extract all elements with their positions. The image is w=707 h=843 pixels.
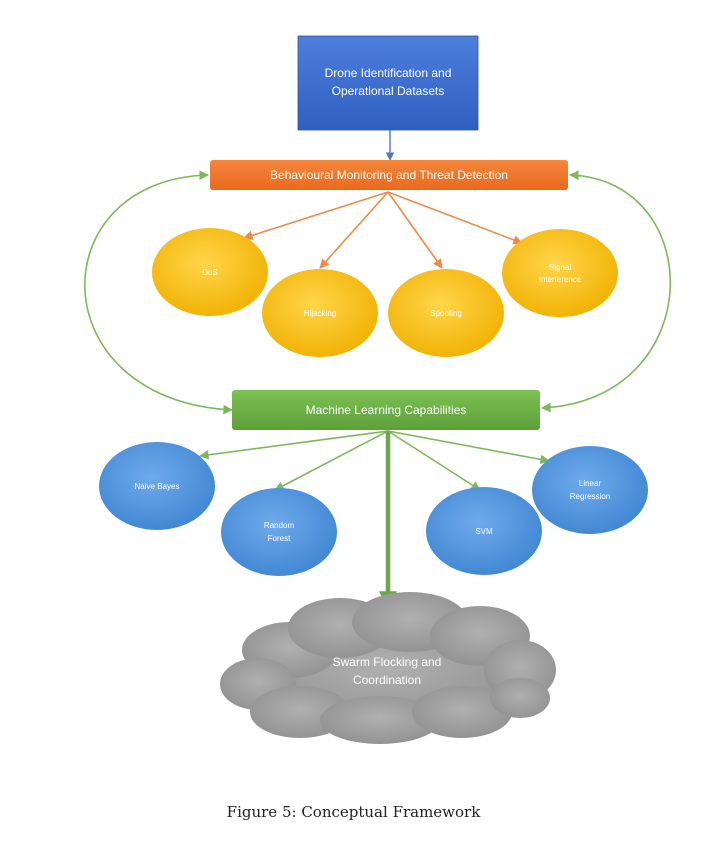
outcome-label-line1: Swarm Flocking and: [333, 655, 442, 669]
model-random-forest-label-line2: Forest: [268, 534, 291, 543]
model-linear-regression-label-line2: Regression: [570, 492, 610, 501]
connectors: [84, 130, 672, 610]
arrow-ml-to-linear-regression: [387, 430, 550, 465]
source-node: Drone Identification and Operational Dat…: [297, 35, 479, 131]
threat-node-hijacking: Hijacking: [262, 269, 378, 357]
model-node-naive-bayes: Naive Bayes: [99, 442, 215, 530]
arrow-monitoring-to-dos: [243, 191, 389, 240]
threat-signal-label-line2: Interference: [539, 275, 582, 284]
model-node-linear-regression: Linear Regression: [532, 446, 648, 534]
model-node-random-forest: Random Forest: [221, 488, 337, 576]
arrow-monitoring-to-hijacking: [319, 191, 389, 269]
arrow-ml-to-svm: [387, 430, 481, 491]
ml-node-label: Machine Learning Capabilities: [306, 403, 467, 417]
right-feedback-loop: [541, 170, 672, 413]
threat-dos-label: DoS: [202, 268, 218, 277]
arrow-ml-to-random-forest: [274, 430, 389, 491]
threat-spoofing-label: Spoofing: [430, 309, 462, 318]
arrow-ml-to-naive-bayes: [199, 430, 389, 460]
source-node-label-line1: Drone Identification and: [325, 66, 452, 80]
source-node-label-line2: Operational Datasets: [332, 84, 445, 98]
outcome-label-line2: Coordination: [353, 673, 421, 687]
threat-node-signal-interference: Signal Interference: [502, 229, 618, 317]
arrow-monitoring-to-signal-interference: [387, 191, 523, 245]
model-node-svm: SVM: [426, 487, 542, 575]
model-naive-bayes-label: Naive Bayes: [135, 482, 180, 491]
monitoring-node: Behavioural Monitoring and Threat Detect…: [210, 160, 568, 190]
threat-hijacking-label: Hijacking: [304, 309, 336, 318]
threat-node-dos: DoS: [152, 228, 268, 316]
ml-node: Machine Learning Capabilities: [232, 390, 540, 430]
threat-signal-label-line1: Signal: [549, 263, 571, 272]
arrow-monitoring-to-spoofing: [387, 191, 443, 269]
threat-node-spoofing: Spoofing: [388, 269, 504, 357]
outcome-node-cloud: Swarm Flocking and Coordination: [220, 592, 556, 744]
model-svm-label: SVM: [475, 527, 493, 536]
left-feedback-loop: [84, 170, 233, 415]
figure-caption: Figure 5: Conceptual Framework: [226, 803, 481, 821]
monitoring-node-label: Behavioural Monitoring and Threat Detect…: [270, 168, 508, 182]
model-linear-regression-label-line1: Linear: [579, 479, 602, 488]
model-random-forest-label-line1: Random: [264, 521, 295, 530]
